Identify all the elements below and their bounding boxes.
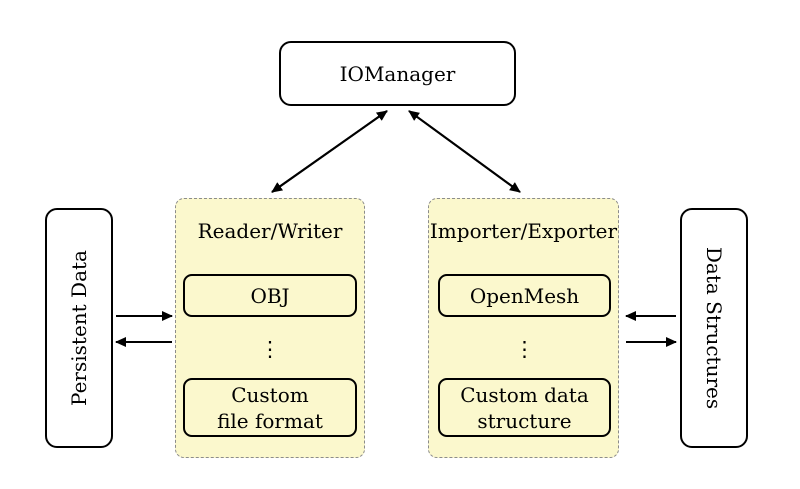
persistent-data-node: Persistent Data	[45, 208, 113, 448]
persistent-data-label: Persistent Data	[67, 250, 91, 406]
custom-data-structure-node: Custom data structure	[438, 378, 611, 437]
obj-label: OBJ	[250, 283, 290, 308]
custom-file-format-label: Custom file format	[217, 382, 323, 433]
openmesh-node: OpenMesh	[438, 274, 611, 317]
importer-exporter-vdots: ⋮	[514, 337, 535, 361]
arrow-readerwriter-iomanager	[271, 110, 388, 193]
openmesh-label: OpenMesh	[469, 283, 580, 308]
reader-writer-vdots: ⋮	[259, 337, 281, 361]
importer-exporter-title: Importer/Exporter	[429, 219, 618, 243]
iomanager-label: IOManager	[339, 61, 456, 86]
custom-file-format-node: Custom file format	[183, 378, 357, 437]
reader-writer-title: Reader/Writer	[197, 219, 343, 243]
iomanager-node: IOManager	[279, 41, 516, 106]
obj-node: OBJ	[183, 274, 357, 317]
arrow-iomanager-importerexporter	[408, 110, 521, 193]
data-structures-node: Data Structures	[680, 208, 748, 448]
custom-data-structure-label: Custom data structure	[460, 382, 589, 433]
data-structures-label: Data Structures	[702, 246, 726, 410]
